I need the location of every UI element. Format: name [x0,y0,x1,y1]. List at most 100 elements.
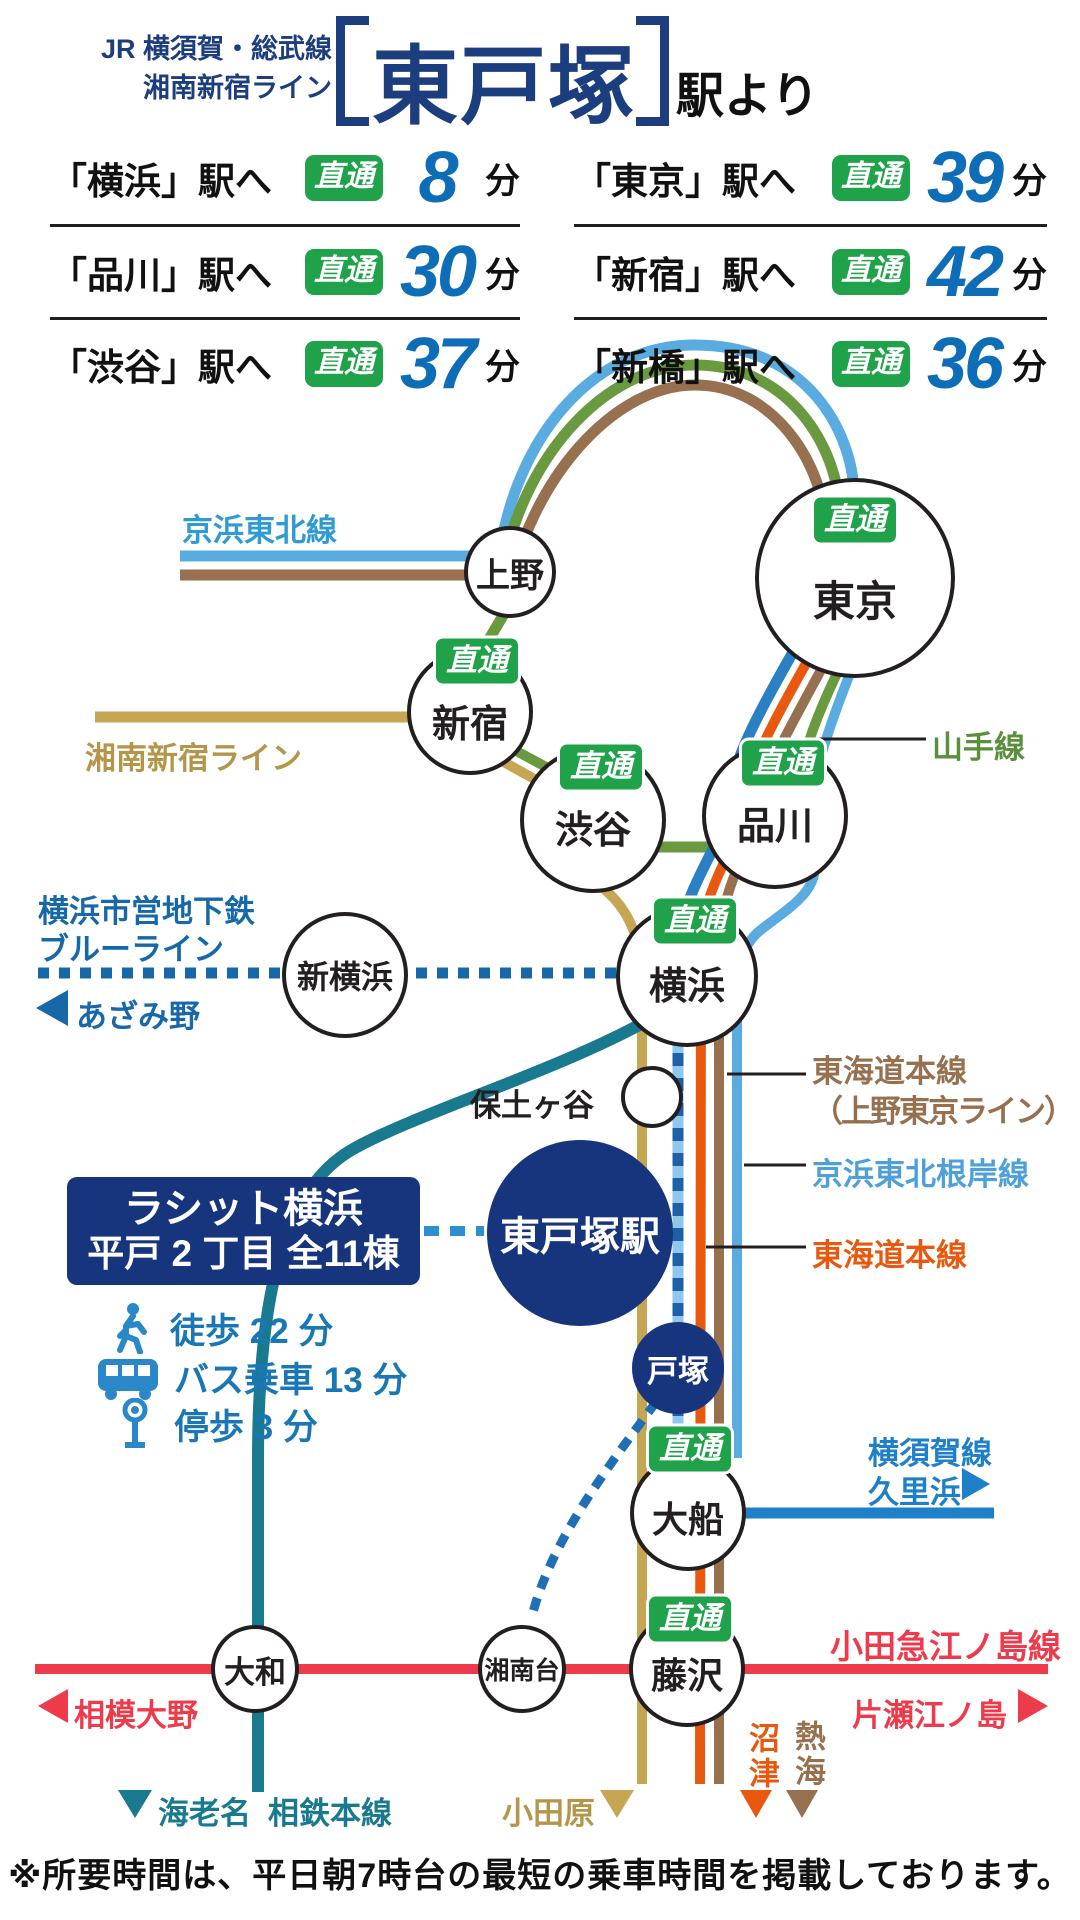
station-label: 藤沢 [650,1655,723,1696]
access-stop: 停歩 3 分 [118,1398,318,1450]
kurihama-direction-label: 久里浜 [868,1475,961,1510]
station-label: 東京 [812,577,897,625]
keihin-tohoku-label: 京浜東北線 [182,513,337,548]
destination-label: 「新橋」駅へ [574,347,796,388]
access-bus-label: バス乗車 13 分 [174,1361,408,1400]
direct-badge: 直通 [651,895,739,947]
station-label: 大和 [224,1654,286,1690]
station-label: 東戸塚駅 [500,1215,660,1259]
direct-badge: 直通 [304,155,383,201]
access-walk: 徒歩 22 分 [112,1302,333,1354]
tokaido-label: 東海道本線 [812,1238,967,1273]
kurihama-arrow-icon [962,1468,990,1500]
station-label: 新横浜 [296,959,393,995]
bracket-left [336,16,369,126]
tokaido-ueno-label-line2: （上野東京ライン） [812,1094,1075,1129]
yokosuka-label: 横須賀線 [868,1436,992,1471]
station-label: 湘南台 [484,1657,560,1685]
direct-badge: 直通 [831,155,910,201]
destination-label: 「新宿」駅へ [574,255,796,296]
totsuka-shonandai-link [526,1399,660,1622]
sagami-ono-arrow-icon [38,1689,68,1723]
time-row-shibuya: 「渋谷」駅へ 直通 37 分 [50,322,520,406]
yamanote-arc [496,359,845,575]
station-label: 大船 [651,1499,724,1540]
station-totsuka: 戸塚 [632,1322,724,1414]
azamino-arrow-icon [36,990,68,1026]
minutes-value: 42 [926,232,1004,312]
minutes-unit: 分 [1011,161,1047,201]
bracket-right [636,16,669,126]
property-detail: 平戸 2 丁目 全11棟 [87,1233,400,1274]
sotetsu-label: 相鉄本線 [268,1796,392,1831]
atami-direction-label: 熱海 [790,1720,825,1790]
station-yamato: 大和 [211,1625,299,1713]
destination-label: 「渋谷」駅へ [50,347,272,388]
odawara-direction-label: 小田原 [502,1796,595,1831]
tokaido-ueno-label-line1: 東海道本線 [812,1054,967,1089]
minutes-value: 30 [399,232,477,312]
page-title-suffix: 駅より [676,70,820,123]
subway-label-line1: 横浜市営地下鉄 [38,894,255,929]
header-line-1: JR 横須賀・総武線 [100,34,332,64]
station-shin-yokohama: 新横浜 [282,912,408,1038]
direct-badge: 直通 [304,249,383,295]
katase-direction-label: 片瀬江ノ島 [852,1698,1007,1733]
minutes-unit: 分 [484,347,520,387]
minutes-value: 39 [926,138,1004,218]
hodogaya-label: 保土ヶ谷 [470,1088,594,1123]
minutes-unit: 分 [1011,347,1047,387]
minutes-unit: 分 [1011,255,1047,295]
time-row-shinjuku: 「新宿」駅へ 直通 42 分 [574,230,1047,314]
row-divider [50,317,520,320]
minutes-unit: 分 [484,161,520,201]
atami-arrow-icon [786,1790,818,1818]
header-line-names: JR 横須賀・総武線 湘南新宿ライン [88,30,332,108]
station-label: 渋谷 [554,809,631,852]
property-callout: ラシット横浜 平戸 2 丁目 全11棟 [67,1177,420,1285]
row-divider [574,317,1047,320]
direct-badge: 直通 [646,1423,734,1475]
time-row-yokohama: 「横浜」駅へ 直通 8 分 [50,136,520,220]
katase-arrow-icon [1018,1689,1048,1723]
minutes-value: 8 [418,138,458,218]
property-name: ラシット横浜 [123,1187,364,1231]
station-label: 上野 [476,556,544,595]
bus-icon [96,1355,160,1401]
ebina-arrow-icon [118,1790,152,1818]
ebina-direction-label: 海老名 [158,1796,251,1831]
destination-label: 「横浜」駅へ [50,161,272,202]
direct-badge: 直通 [433,635,521,687]
row-divider [574,224,1047,227]
station-label: 横浜 [648,965,725,1008]
direct-badge: 直通 [557,741,645,793]
shonan-shinjuku-label: 湘南新宿ライン [85,741,302,776]
station-shonandai: 湘南台 [478,1625,566,1713]
direct-badge: 直通 [646,1593,734,1645]
minutes-value: 37 [399,324,477,404]
numazu-direction-label: 沼津 [744,1722,779,1792]
direct-badge: 直通 [304,341,383,387]
access-walk-label: 徒歩 22 分 [170,1311,334,1351]
azamino-direction-label: あざみ野 [76,999,200,1034]
minutes-value: 36 [926,324,1004,404]
station-hodogaya [621,1066,683,1128]
numazu-arrow-icon [740,1790,772,1818]
minutes-unit: 分 [484,255,520,295]
station-label: 戸塚 [647,1353,709,1389]
walk-icon [112,1302,152,1354]
odakyu-enoshima-label: 小田急江ノ島線 [830,1628,1061,1665]
station-label: 新宿 [431,703,508,746]
access-stop-label: 停歩 3 分 [174,1407,318,1447]
time-row-tokyo: 「東京」駅へ 直通 39 分 [574,136,1047,220]
station-higashi-totsuka: 東戸塚駅 [487,1140,673,1326]
bus-stop-icon [118,1398,152,1450]
keihin-arc [494,339,860,553]
keihin-negishi-label: 京浜東北根岸線 [812,1157,1029,1192]
page-title-station: 東戸塚 [372,39,636,135]
ueno-tokyo-arc [502,379,830,596]
time-row-shinagawa: 「品川」駅へ 直通 30 分 [50,230,520,314]
direct-badge: 直通 [739,737,827,789]
station-label: 品川 [736,805,813,848]
